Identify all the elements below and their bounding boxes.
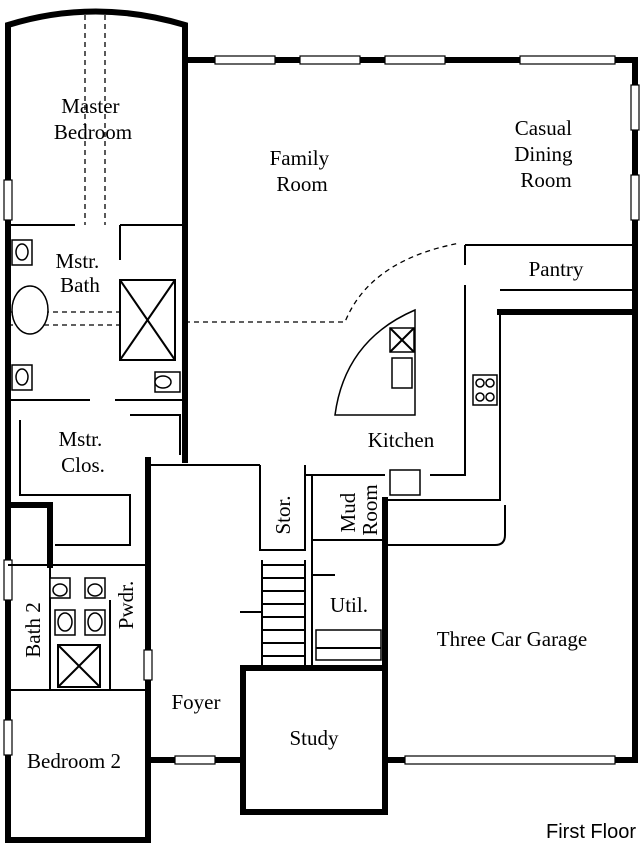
label-study: Study [289, 726, 339, 750]
label-mud-room: Mud Room [336, 484, 382, 535]
label-bath-2: Bath 2 [21, 602, 45, 657]
label-mstr-bath: Mstr. Bath [55, 249, 104, 297]
label-pantry: Pantry [529, 257, 584, 281]
bathtub [11, 285, 49, 335]
label-pwdr: Pwdr. [114, 581, 138, 629]
label-three-car-garage: Three Car Garage [437, 627, 587, 651]
label-bedroom-2: Bedroom 2 [27, 749, 121, 773]
range [472, 374, 498, 406]
room-labels: Master Bedroom Family Room Casual Dining… [21, 94, 587, 773]
label-foyer: Foyer [172, 690, 221, 714]
label-casual-dining-room: Casual Dining Room [514, 116, 578, 192]
dashed-lines [8, 15, 461, 466]
label-master-bedroom: Master Bedroom [54, 94, 132, 144]
floor-title: First Floor [546, 821, 636, 843]
fixtures [11, 239, 498, 636]
interior-walls [8, 224, 635, 691]
label-stor: Stor. [271, 495, 295, 534]
label-util: Util. [330, 593, 368, 617]
kitchen-island [334, 308, 416, 416]
label-family-room: Family Room [270, 146, 335, 196]
label-mstr-clos: Mstr. Clos. [58, 427, 107, 477]
windows [3, 55, 640, 765]
label-kitchen: Kitchen [368, 428, 435, 452]
